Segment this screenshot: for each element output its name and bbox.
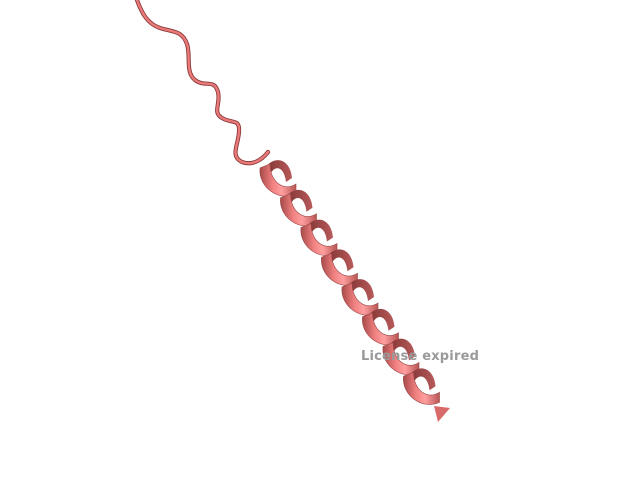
helix-turn-front [341,282,379,316]
helix-turn-front [280,193,317,227]
helix-turn-front [362,312,399,346]
license-watermark: License expired [361,349,480,364]
helix-end-cap [434,406,450,422]
alpha-helix [259,160,450,422]
helix-turn-front [403,371,440,405]
helix-turn-front [259,163,297,197]
helix-turn-front [321,252,358,286]
helix-turn-front [300,223,338,257]
helix-turn-front [382,342,420,376]
coil-tail [134,0,271,166]
